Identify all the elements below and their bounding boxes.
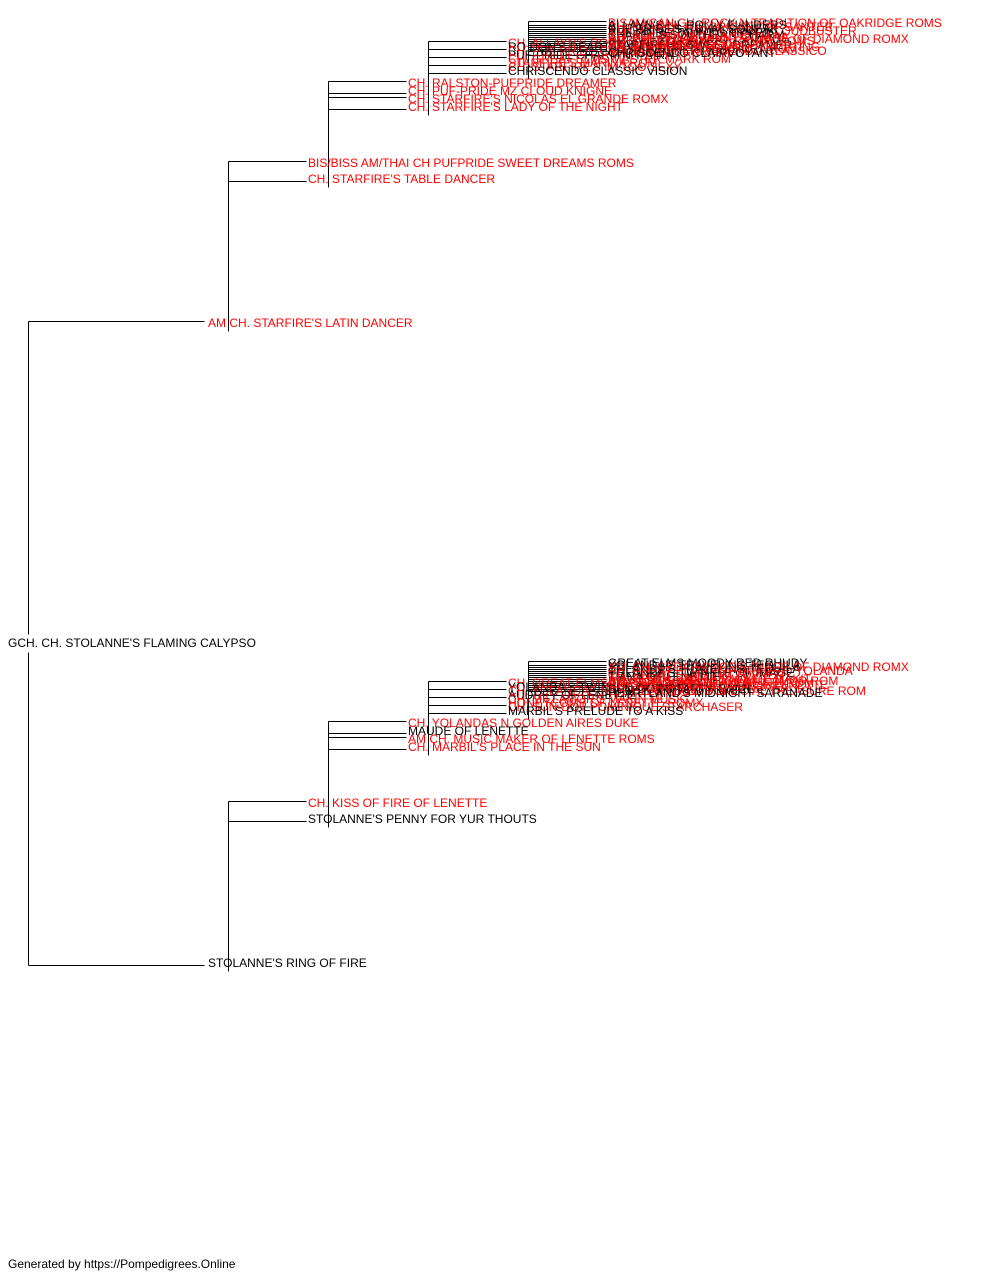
dam-name: ALLAYN'S LIL POLLY FLINDERS <box>608 18 787 32</box>
dam-name: HEARTLAND'S MIDNIGHT SARANADE <box>608 686 823 700</box>
dam-name: PUF PRIDE'S ROYAL SQUEAK <box>608 22 778 36</box>
dam-name: YOLANDA'S TRAVELING TEQUILA <box>608 658 800 672</box>
dam-name: CH. PUF-PRIDE TAUNT'G TIARA <box>608 30 789 44</box>
dam-name: SUN-DOT'S TAFFY TWIRL <box>608 682 754 696</box>
dam-name: HONEYCOMB OF LENETTE ROMX <box>508 696 703 710</box>
sire-name: CH. STARFIRE'S NICOLAS EL GRANDE ROMX <box>408 92 668 106</box>
dam-name: CHRISCENDO CLASSIC VISION <box>508 64 687 78</box>
sire-name: CH. GREAT ELMS TOP BRASS O YOLANDA <box>608 664 853 678</box>
sire-name: AM CH. DOMINIC OF LENETTE ROM <box>608 676 814 690</box>
dam-name: MARBIL'S PRELUDE TO A KISS <box>508 704 683 718</box>
sire-name: BIS/BISS AM/THAI CH PUFPRIDE SWEET DREAM… <box>308 156 634 170</box>
dam-name: CH. MARBIL'S PLACE IN THE SUN <box>408 740 601 754</box>
dam-name: STARFIREHS SWEET DREAMER <box>608 38 793 52</box>
dam-name: PUF-PRIDE CHARM'N T-AIRA <box>508 48 673 62</box>
sire-name: BISAM/CAN CH. ROCK N TRADITION OF OAKRID… <box>608 16 942 30</box>
dam-name: MAUDE OF LENETTE <box>408 724 529 738</box>
dam-name: CHRISCENDO CLAIRVOYANT <box>608 46 776 60</box>
sire-name: CH. SUN-DOT POMINIQUE STARCHASER <box>508 700 743 714</box>
sire-name: CH. ALLAYN'S ROCK N REBELLION <box>508 36 707 50</box>
sire-name: CH. STARFIRE'S TOTALLY TEMPTING <box>608 40 820 54</box>
dam-name: CH. PUF-PRIDE MZ CLOUD KNIGNE <box>408 84 612 98</box>
sire-name: CH. STARFIRE'S IM TOO SEXY <box>508 60 682 74</box>
subject-dog-name: GCH. CH. STOLANNE'S FLAMING CALYPSO <box>8 636 256 650</box>
dam-name: CH. STARFIRE'S LADY OF THE NIGHT <box>408 100 624 114</box>
dam-name: YOLANDA'S TWINKLE OF IMAGE <box>608 666 794 680</box>
sire-name: AM. CH.CH. JAN LE'S WILLIE MAKIT <box>608 672 812 686</box>
sire-name: CH. PUF PRIDE CLOUDBREAKER ROM <box>508 44 730 58</box>
dam-name: AUDREY OF LENETTE <box>508 688 635 702</box>
sire-name: CH. YOLANDAS N GOLDEN AIRES DUKE <box>408 716 639 730</box>
connector-lines <box>28 21 607 972</box>
dam-name: YOLANDA'S TWINKLE OF IMAGE <box>508 680 694 694</box>
sire-name: AM. CH. CEDARWOOD'S IMAGE OF DIAMOND ROM… <box>608 32 909 46</box>
sire-name: GREAT ELMS MOODY RED RHUDY <box>608 656 807 670</box>
dam-name: GREAT ELMS SWEET CANDY ROMS <box>608 34 814 48</box>
sire-name: AM/CAN CH. CHRISCENDO CLOUDBUSTER <box>608 24 857 38</box>
dam-name: CH. STARFIRE'S VERONICA ROM <box>608 42 797 56</box>
sire-name: BISCH. SUN-DOT'S CHEWBAKA <box>608 680 788 694</box>
sire-name: CH. YOLANDAS N GOLDEN AIRES DUKE <box>508 684 739 698</box>
sire-name: CH. GREAT ELMS MASTER MARK ROM <box>508 52 731 66</box>
sire-name: AM. CH. CEDARWOOD'S IMAGE OF DIAMOND ROM… <box>608 660 909 674</box>
sire-name: CH. RALSTON-PUFPRIDE DREAMER <box>408 76 617 90</box>
generated-by-footer: Generated by https://Pompedigrees.Online <box>8 1257 236 1271</box>
dam-name: PUF PRIDE TAUNT'G TIPPER <box>608 26 773 40</box>
dam-name: YOLANDA'S TRAVELING TEQUILA <box>608 662 800 676</box>
dam-name: STOLANNE'S PENNY FOR YUR THOUTS <box>308 812 537 826</box>
sire-name: SHAREL'S SOUTHERN CHARM <box>608 28 784 42</box>
sire-name: CH. MILLAMOR'S MAKIN MUSIC <box>508 692 689 706</box>
sire-name: AM/CAN CH. CHRISCENDO CLASSICO <box>608 44 827 58</box>
dam-name: TIANA OF LENETTE <box>608 670 720 684</box>
sire-name: CH. HEARTLANDS SPECIAL TREASURE ROM <box>608 684 866 698</box>
sire-name: CH. GREAT ELMS TOP BRASS O YOLANDA <box>508 676 753 690</box>
sire-name: AM. CH. STARFIRE'S ROCKY <box>608 36 771 50</box>
dam-name: STARFIRE'S MARINA ROM <box>508 56 657 70</box>
sire-name: CH. KISS OF FIRE OF LENETTE <box>308 796 487 810</box>
dam-name: CH. STARFIRE'S TABLE DANCER <box>308 172 495 186</box>
sire-name: AM CH. STARFIRE'S LATIN DANCER <box>208 316 413 330</box>
dam-name: STOLANNE'S RING OF FIRE <box>208 956 367 970</box>
sire-name: AM CH. MUSIC MAKER OF LENETTE ROMS <box>408 732 655 746</box>
dam-name: BEV-NOR'S BRANDI OF MILLAMOR ROM <box>608 674 838 688</box>
dam-name: CH. SWEET CHARLOTTE OF LENETTE <box>608 678 828 692</box>
sire-name: CH. DEARTA TUF CRICKET OF SANTER <box>608 20 833 34</box>
sire-name: CH. GREAT ELMS TIM TOPPER <box>608 668 785 682</box>
dam-name: RO DON'S DEARTAS CAR DEN'S <box>508 40 693 54</box>
dog-names: GCH. CH. STOLANNE'S FLAMING CALYPSO AM CH… <box>8 16 942 970</box>
